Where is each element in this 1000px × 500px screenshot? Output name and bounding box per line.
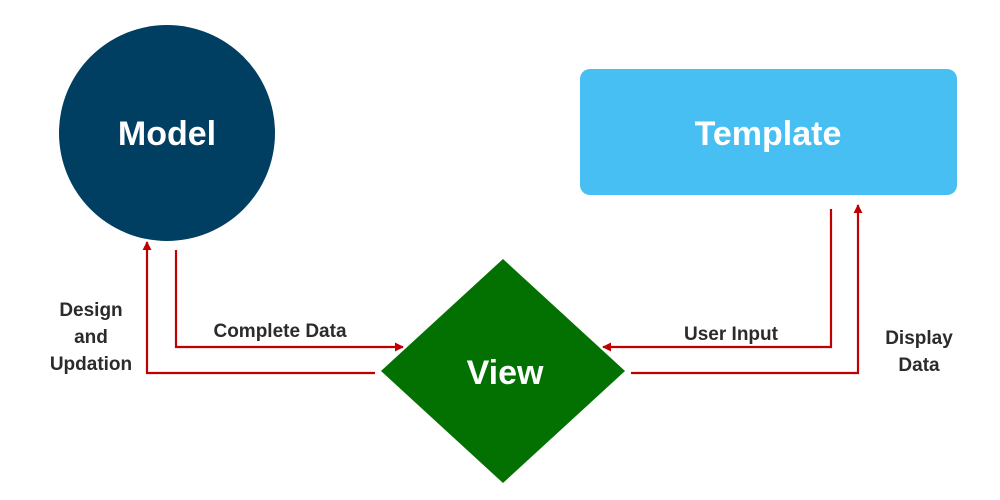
view-label: View — [467, 354, 544, 392]
template-node — [580, 69, 957, 195]
template-label: Template — [695, 115, 842, 153]
design-updation-label-line-2: and — [74, 327, 108, 348]
model-node — [59, 25, 275, 241]
display-data-label-line-2: Data — [898, 355, 940, 376]
design-updation-label-line-1: Design — [59, 300, 122, 321]
model-label: Model — [118, 115, 216, 153]
user-input-arrow — [602, 209, 833, 352]
complete-data-label: Complete Data — [213, 321, 346, 342]
user-input-label: User Input — [684, 324, 779, 345]
design-updation-label-line-3: Updation — [50, 354, 132, 375]
display-data-arrow — [631, 204, 863, 375]
complete-data-arrow — [174, 250, 404, 352]
design-updation-arrow — [142, 241, 375, 375]
display-data-label-line-1: Display — [885, 328, 953, 349]
view-node — [381, 259, 625, 483]
